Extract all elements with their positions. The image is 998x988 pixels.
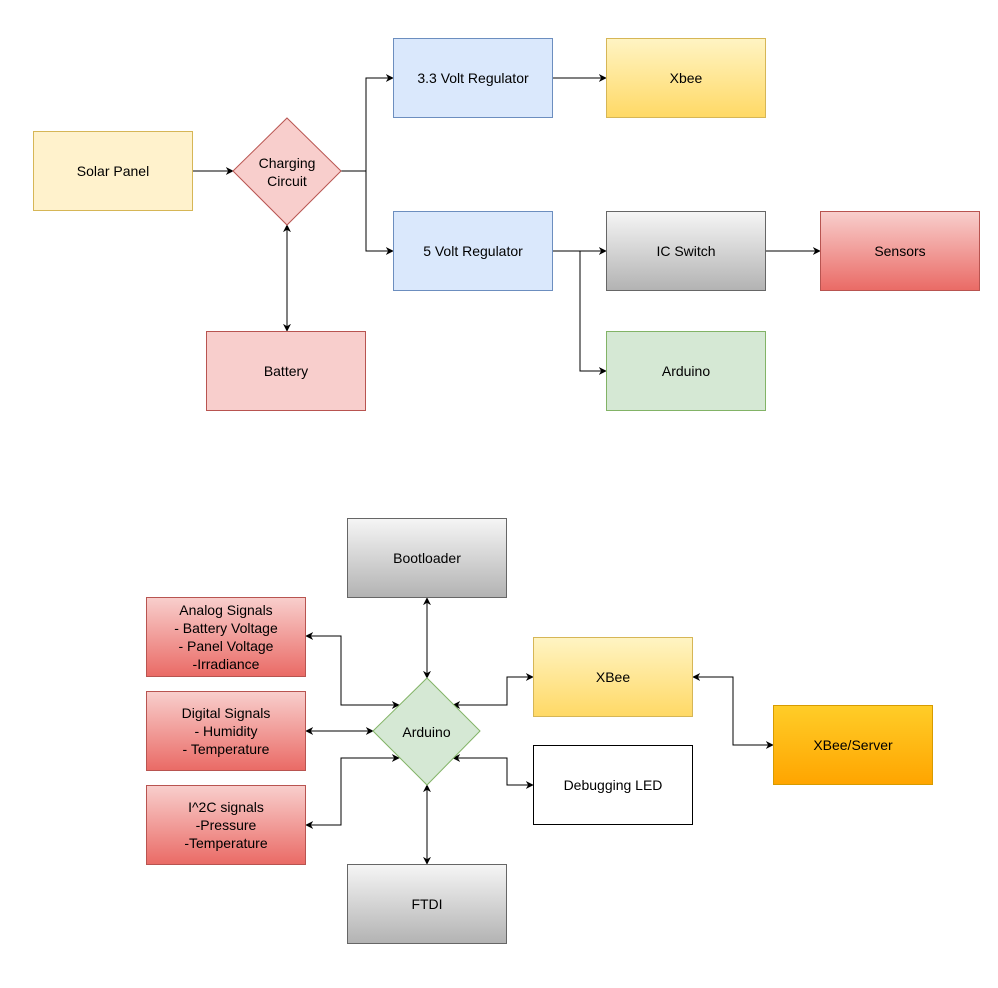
digital-signals-label: Digital Signals - Humidity - Temperature <box>181 705 271 757</box>
i2c-signals-label: I^2C signals -Pressure -Temperature <box>184 799 268 851</box>
xbee-power-label: Xbee <box>669 70 703 86</box>
edge-charging-to-5v <box>365 171 394 255</box>
edge-arduino-debugled <box>452 754 534 789</box>
analog-signals-node: Analog Signals - Battery Voltage - Panel… <box>146 597 306 677</box>
debugging-led-node: Debugging LED <box>533 745 693 825</box>
regulator-3v3-label: 3.3 Volt Regulator <box>417 70 529 86</box>
edge-arduino-xbee <box>452 673 534 709</box>
xbee-power-node: Xbee <box>606 38 766 118</box>
solar-panel-node: Solar Panel <box>33 131 193 211</box>
battery-node: Battery <box>206 331 366 411</box>
regulator-5v-label: 5 Volt Regulator <box>423 243 523 259</box>
xbee-server-label: XBee/Server <box>813 737 893 753</box>
charging-circuit-label: Charging Circuit <box>258 154 316 189</box>
edge-xbee-xbeeserver <box>692 673 774 749</box>
regulator-5v-node: 5 Volt Regulator <box>393 211 553 291</box>
solar-panel-label: Solar Panel <box>76 163 150 179</box>
edge-arduino-analog <box>305 632 400 709</box>
xbee-data-node: XBee <box>533 637 693 717</box>
regulator-3v3-node: 3.3 Volt Regulator <box>393 38 553 118</box>
charging-circuit-diamond <box>232 117 342 226</box>
arduino-power-label: Arduino <box>661 363 711 379</box>
analog-signals-label: Analog Signals - Battery Voltage - Panel… <box>174 602 278 672</box>
battery-label: Battery <box>263 363 309 379</box>
edge-charging-to-3v3 <box>341 74 394 172</box>
arduino-power-node: Arduino <box>606 331 766 411</box>
bootloader-node: Bootloader <box>347 518 507 598</box>
ftdi-node: FTDI <box>347 864 507 944</box>
edge-arduino-i2c <box>305 754 400 829</box>
digital-signals-node: Digital Signals - Humidity - Temperature <box>146 691 306 771</box>
ic-switch-label: IC Switch <box>656 243 716 259</box>
debugging-led-label: Debugging LED <box>563 777 663 793</box>
xbee-data-label: XBee <box>595 669 631 685</box>
sensors-node: Sensors <box>820 211 980 291</box>
arduino-diamond <box>372 677 481 786</box>
ftdi-label: FTDI <box>411 896 443 912</box>
sensors-label: Sensors <box>874 243 926 259</box>
xbee-server-node: XBee/Server <box>773 705 933 785</box>
arduino-data-label: Arduino <box>402 723 451 740</box>
edge-5v-to-arduino <box>579 251 607 375</box>
ic-switch-node: IC Switch <box>606 211 766 291</box>
bootloader-label: Bootloader <box>393 550 461 566</box>
i2c-signals-node: I^2C signals -Pressure -Temperature <box>146 785 306 865</box>
